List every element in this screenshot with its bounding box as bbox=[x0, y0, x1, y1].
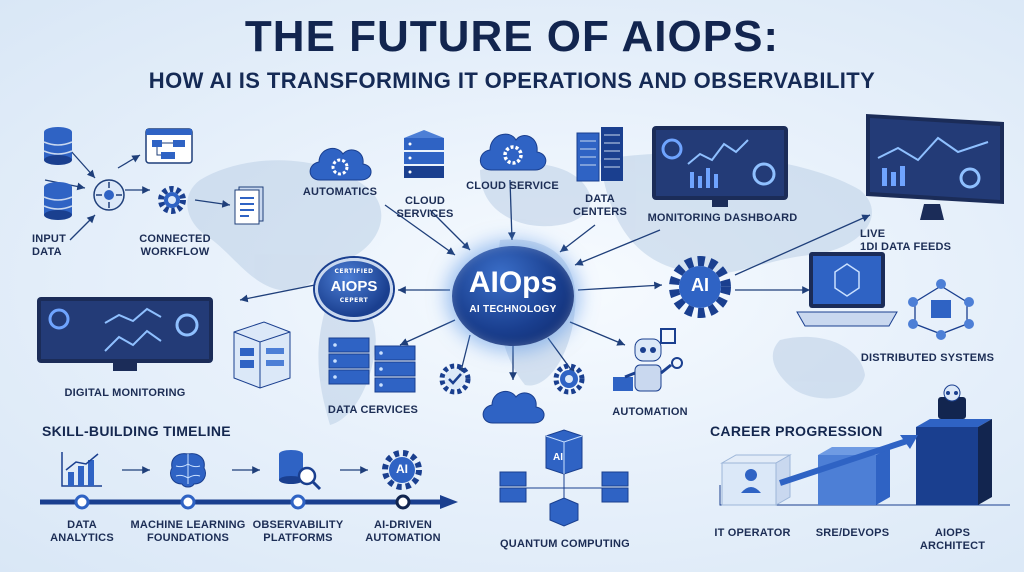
badge-main-text: AIOPS bbox=[330, 278, 378, 295]
career-steps-graphic bbox=[719, 384, 1010, 506]
data-centers-label: DATA CENTERS bbox=[573, 193, 627, 218]
database-icon bbox=[43, 127, 73, 165]
cloud-gear-icon bbox=[479, 133, 547, 171]
flowchart-window-icon bbox=[145, 128, 193, 164]
aiops-hub: AIOps AI TECHNOLOGY bbox=[452, 246, 574, 346]
live-data-feeds-label: LIVE 1DI DATA FEEDS bbox=[860, 228, 952, 253]
timeline-step-label: OBSERVABILITY PLATFORMS bbox=[252, 519, 344, 544]
network-nodes-icon bbox=[908, 279, 974, 340]
cloud-icon bbox=[482, 390, 545, 424]
timeline-step-label: AI-DRIVEN AUTOMATION bbox=[365, 519, 441, 544]
svg-text:AI: AI bbox=[553, 452, 563, 463]
skill-timeline-heading: SKILL-BUILDING TIMELINE bbox=[42, 423, 231, 439]
career-progression-heading: CAREER PROGRESSION bbox=[710, 423, 883, 439]
monitoring-dashboard-label: MONITORING DASHBOARD bbox=[647, 212, 798, 224]
cloud-services-label: CLOUD SERVICES bbox=[396, 195, 454, 220]
input-data-label: INPUT DATA bbox=[32, 233, 66, 258]
brain-icon bbox=[169, 453, 207, 488]
cloud-gear-icon bbox=[309, 147, 372, 181]
check-gear-icon bbox=[439, 363, 471, 395]
live-feed-monitor-icon bbox=[866, 114, 1004, 220]
server-rack-icon bbox=[233, 321, 291, 389]
cloud-service-label: CLOUD SERVICE bbox=[466, 180, 559, 192]
robot-icon bbox=[613, 328, 683, 392]
hub-title: AIOps bbox=[468, 266, 558, 299]
certified-aiops-badge: CERTIFIED AIOPS CEPERT bbox=[315, 258, 393, 320]
digital-monitoring-monitor-icon bbox=[37, 297, 213, 371]
page-subtitle: HOW AI IS TRANSFORMING IT OPERATIONS AND… bbox=[148, 68, 876, 93]
ai-gear-shape bbox=[669, 256, 731, 318]
ai-gear-icon: AI bbox=[668, 255, 732, 319]
gear-icon bbox=[553, 363, 585, 395]
quantum-computing-label: QUANTUM COMPUTING bbox=[500, 538, 630, 550]
hub-node-icon bbox=[93, 179, 125, 211]
ai-gear-text: AI bbox=[691, 275, 709, 295]
gear-icon bbox=[158, 186, 186, 214]
document-icon bbox=[234, 186, 264, 225]
connected-workflow-label: CONNECTED WORKFLOW bbox=[139, 233, 211, 258]
server-stack-icon bbox=[404, 130, 444, 178]
ai-gear-small-icon: AI bbox=[380, 448, 424, 492]
automation-label: AUTOMATION bbox=[612, 406, 688, 418]
distributed-systems-label: DISTRIBUTED SYSTEMS bbox=[860, 352, 995, 364]
ai-gear-small-text: AI bbox=[396, 462, 408, 476]
timeline-step-label: MACHINE LEARNING FOUNDATIONS bbox=[130, 519, 246, 544]
ai-gear-small-shape bbox=[382, 450, 422, 490]
data-center-icon bbox=[576, 127, 623, 182]
timeline-step-label: DATA ANALYTICS bbox=[50, 519, 114, 544]
database-search-icon bbox=[279, 450, 322, 491]
career-step-label: AIOPS ARCHITECT bbox=[919, 527, 986, 552]
data-services-servers-icon bbox=[328, 337, 416, 393]
laptop-icon bbox=[796, 252, 898, 327]
badge-bottom-text: CEPERT bbox=[339, 297, 369, 304]
career-step-label: IT OPERATOR bbox=[714, 527, 791, 539]
page-title: THE FUTURE OF AIOPS: bbox=[244, 12, 780, 61]
career-step-label: SRE/DEVOPS bbox=[815, 527, 890, 539]
badge-top-text: CERTIFIED bbox=[334, 268, 374, 275]
quantum-computing-icon: AI bbox=[499, 429, 629, 527]
automatics-label: AUTOMATICS bbox=[302, 186, 378, 198]
database-icon bbox=[43, 182, 73, 220]
digital-monitoring-label: DIGITAL MONITORING bbox=[64, 387, 186, 399]
monitoring-dashboard-monitor-icon bbox=[652, 126, 788, 207]
data-services-label: DATA CERVICES bbox=[327, 404, 419, 416]
hub-subtitle: AI TECHNOLOGY bbox=[469, 304, 557, 315]
bar-chart-icon bbox=[61, 452, 102, 487]
